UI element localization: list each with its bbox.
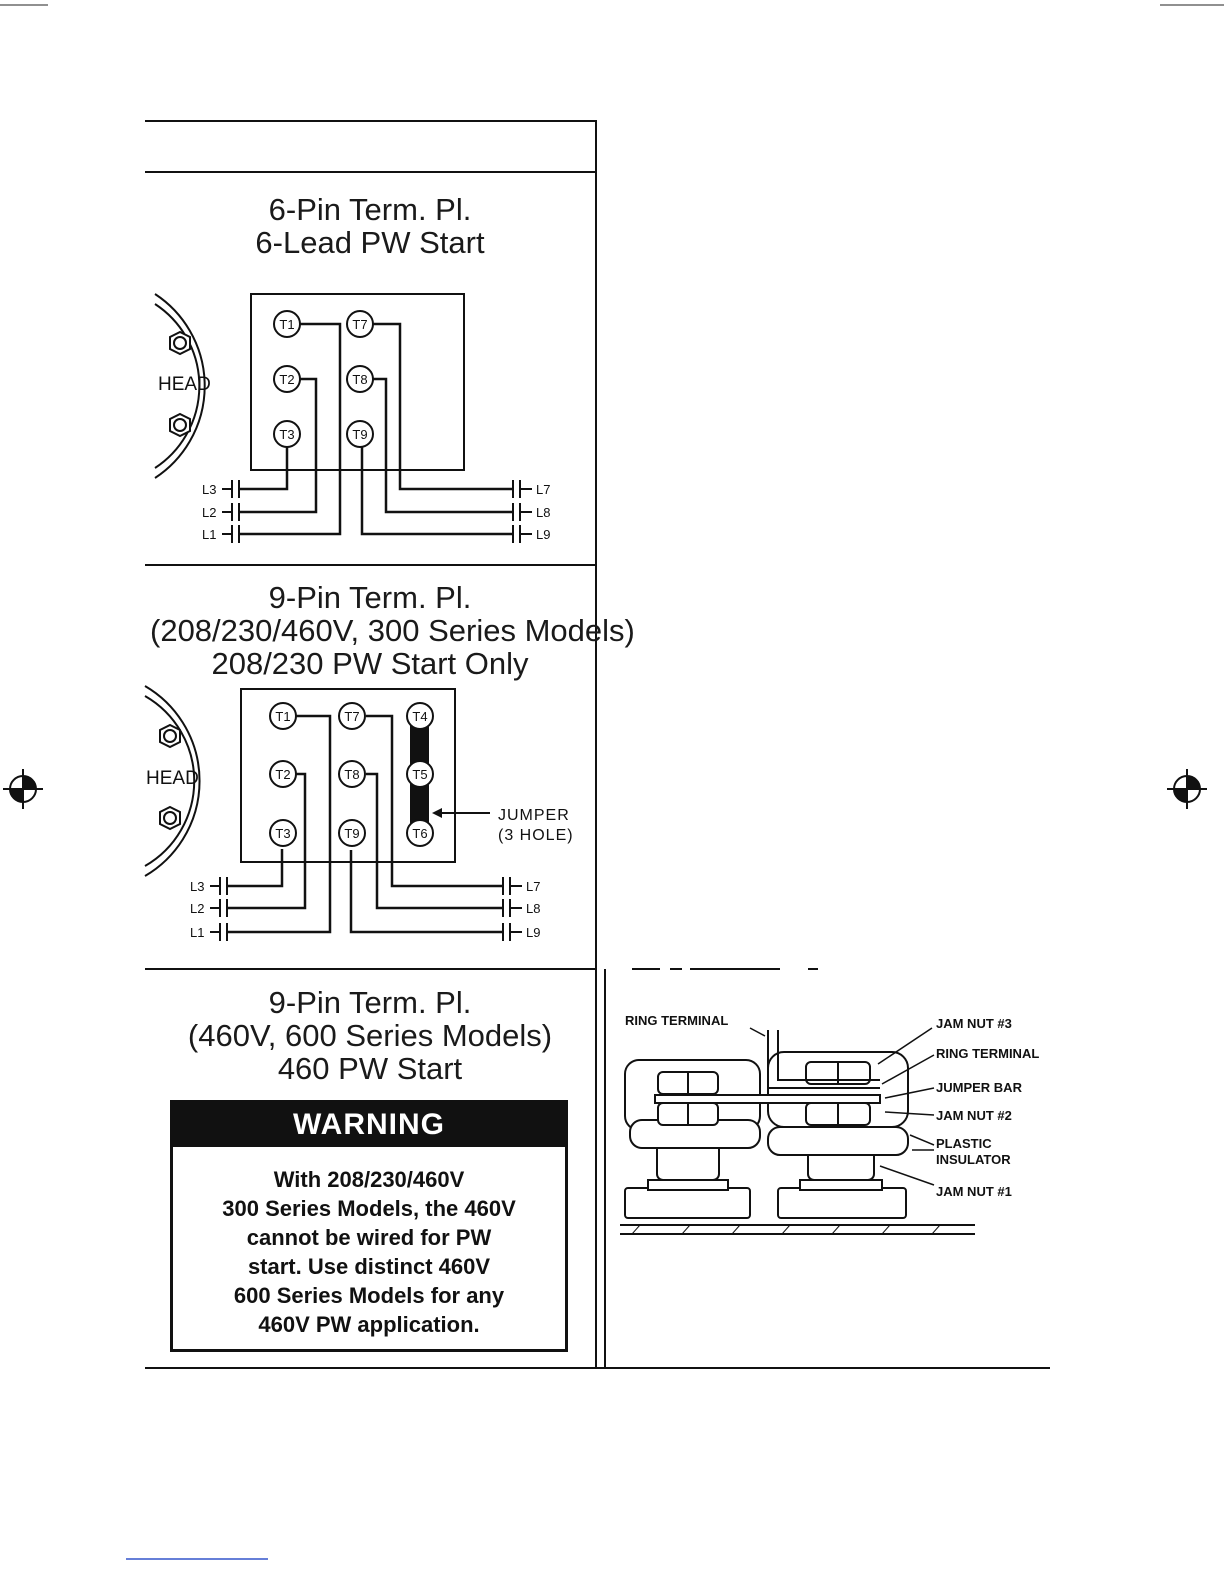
ring-terminal-right-label: RING TERMINAL [936,1046,1039,1061]
line-l9-label: L9 [526,925,540,940]
jumper-label-sub: (3 HOLE) [498,827,574,844]
line-l1-label: L1 [190,925,204,940]
terminal-hardware-diagram: RING TERMINAL JAM NUT #3 RING TERMINAL J… [620,1013,1039,1235]
section2-title-line: (208/230/460V, 300 Series Models) [150,613,635,648]
jumper-label: JUMPER [498,807,570,824]
ring-terminal-label: RING TERMINAL [625,1013,728,1028]
plastic-insulator-label: PLASTIC [936,1136,992,1151]
warning-line: 600 Series Models for any [233,1283,505,1308]
line-l3-label: L3 [190,879,204,894]
wiring-diagram-6-lead: HEAD T1 T2 T3 T7 T8 T9 L3 L2 L1 L7 L8 [154,293,550,543]
warning-text: With 208/230/460V 300 Series Models, the… [173,1147,565,1339]
line-l2-label: L2 [190,901,204,916]
warning-line: cannot be wired for PW [246,1225,492,1250]
section2-title-line: 208/230 PW Start Only [211,646,529,681]
terminal-t9: T9 [344,826,359,841]
line-l1-label: L1 [202,527,216,542]
line-l9-label: L9 [536,527,550,542]
terminal-t1: T1 [275,709,290,724]
terminal-t2: T2 [275,767,290,782]
section3-title-line: 9-Pin Term. Pl. [268,985,472,1020]
head-bolt-icon [169,330,191,438]
line-l2-label: L2 [202,505,216,520]
terminal-t6: T6 [412,826,427,841]
warning-line: 460V PW application. [258,1312,480,1337]
line-l7-label: L7 [526,879,540,894]
warning-line: 300 Series Models, the 460V [222,1196,516,1221]
terminal-t8: T8 [352,372,367,387]
terminal-t1: T1 [279,317,294,332]
warning-heading: WARNING [173,1103,565,1147]
terminal-t5: T5 [412,767,427,782]
plastic-insulator-label-2: INSULATOR [936,1152,1011,1167]
section3-title: 9-Pin Term. Pl. (460V, 600 Series Models… [150,986,590,1085]
section1-title-line: 6-Pin Term. Pl. [268,192,472,227]
line-l3-label: L3 [202,482,216,497]
warning-line: With 208/230/460V [273,1167,465,1192]
line-l7-label: L7 [536,482,550,497]
terminal-t8: T8 [344,767,359,782]
section2-title-line: 9-Pin Term. Pl. [268,580,472,615]
head-label: HEAD [146,768,199,789]
section3-title-line: (460V, 600 Series Models) [187,1018,553,1053]
jam-nut-3-label: JAM NUT #3 [936,1016,1012,1031]
jam-nut-1-label: JAM NUT #1 [936,1184,1012,1199]
head-bolt-icon [159,723,181,831]
terminal-t2: T2 [279,372,294,387]
terminal-t9: T9 [352,427,367,442]
wiring-diagram-9-pin-300-series: HEAD T1 T2 T3 T7 T8 T9 T4 T5 T6 JUMPER (… [144,685,574,941]
registration-mark-right [1167,769,1207,809]
terminal-t7: T7 [352,317,367,332]
section3-title-line: 460 PW Start [277,1051,463,1086]
section2-title: 9-Pin Term. Pl. (208/230/460V, 300 Serie… [150,580,635,681]
head-label: HEAD [158,374,211,395]
section1-title: 6-Pin Term. Pl. 6-Lead PW Start [180,193,560,259]
terminal-t4: T4 [412,709,427,724]
warning-line: start. Use distinct 460V [247,1254,491,1279]
section1-title-line: 6-Lead PW Start [255,225,485,260]
registration-mark-left [3,769,43,809]
terminal-t7: T7 [344,709,359,724]
line-l8-label: L8 [526,901,540,916]
warning-box: WARNING With 208/230/460V 300 Series Mod… [170,1100,568,1352]
jam-nut-2-label: JAM NUT #2 [936,1108,1012,1123]
jumper-bar-label: JUMPER BAR [936,1080,1023,1095]
line-l8-label: L8 [536,505,550,520]
terminal-t3: T3 [279,427,294,442]
terminal-t3: T3 [275,826,290,841]
